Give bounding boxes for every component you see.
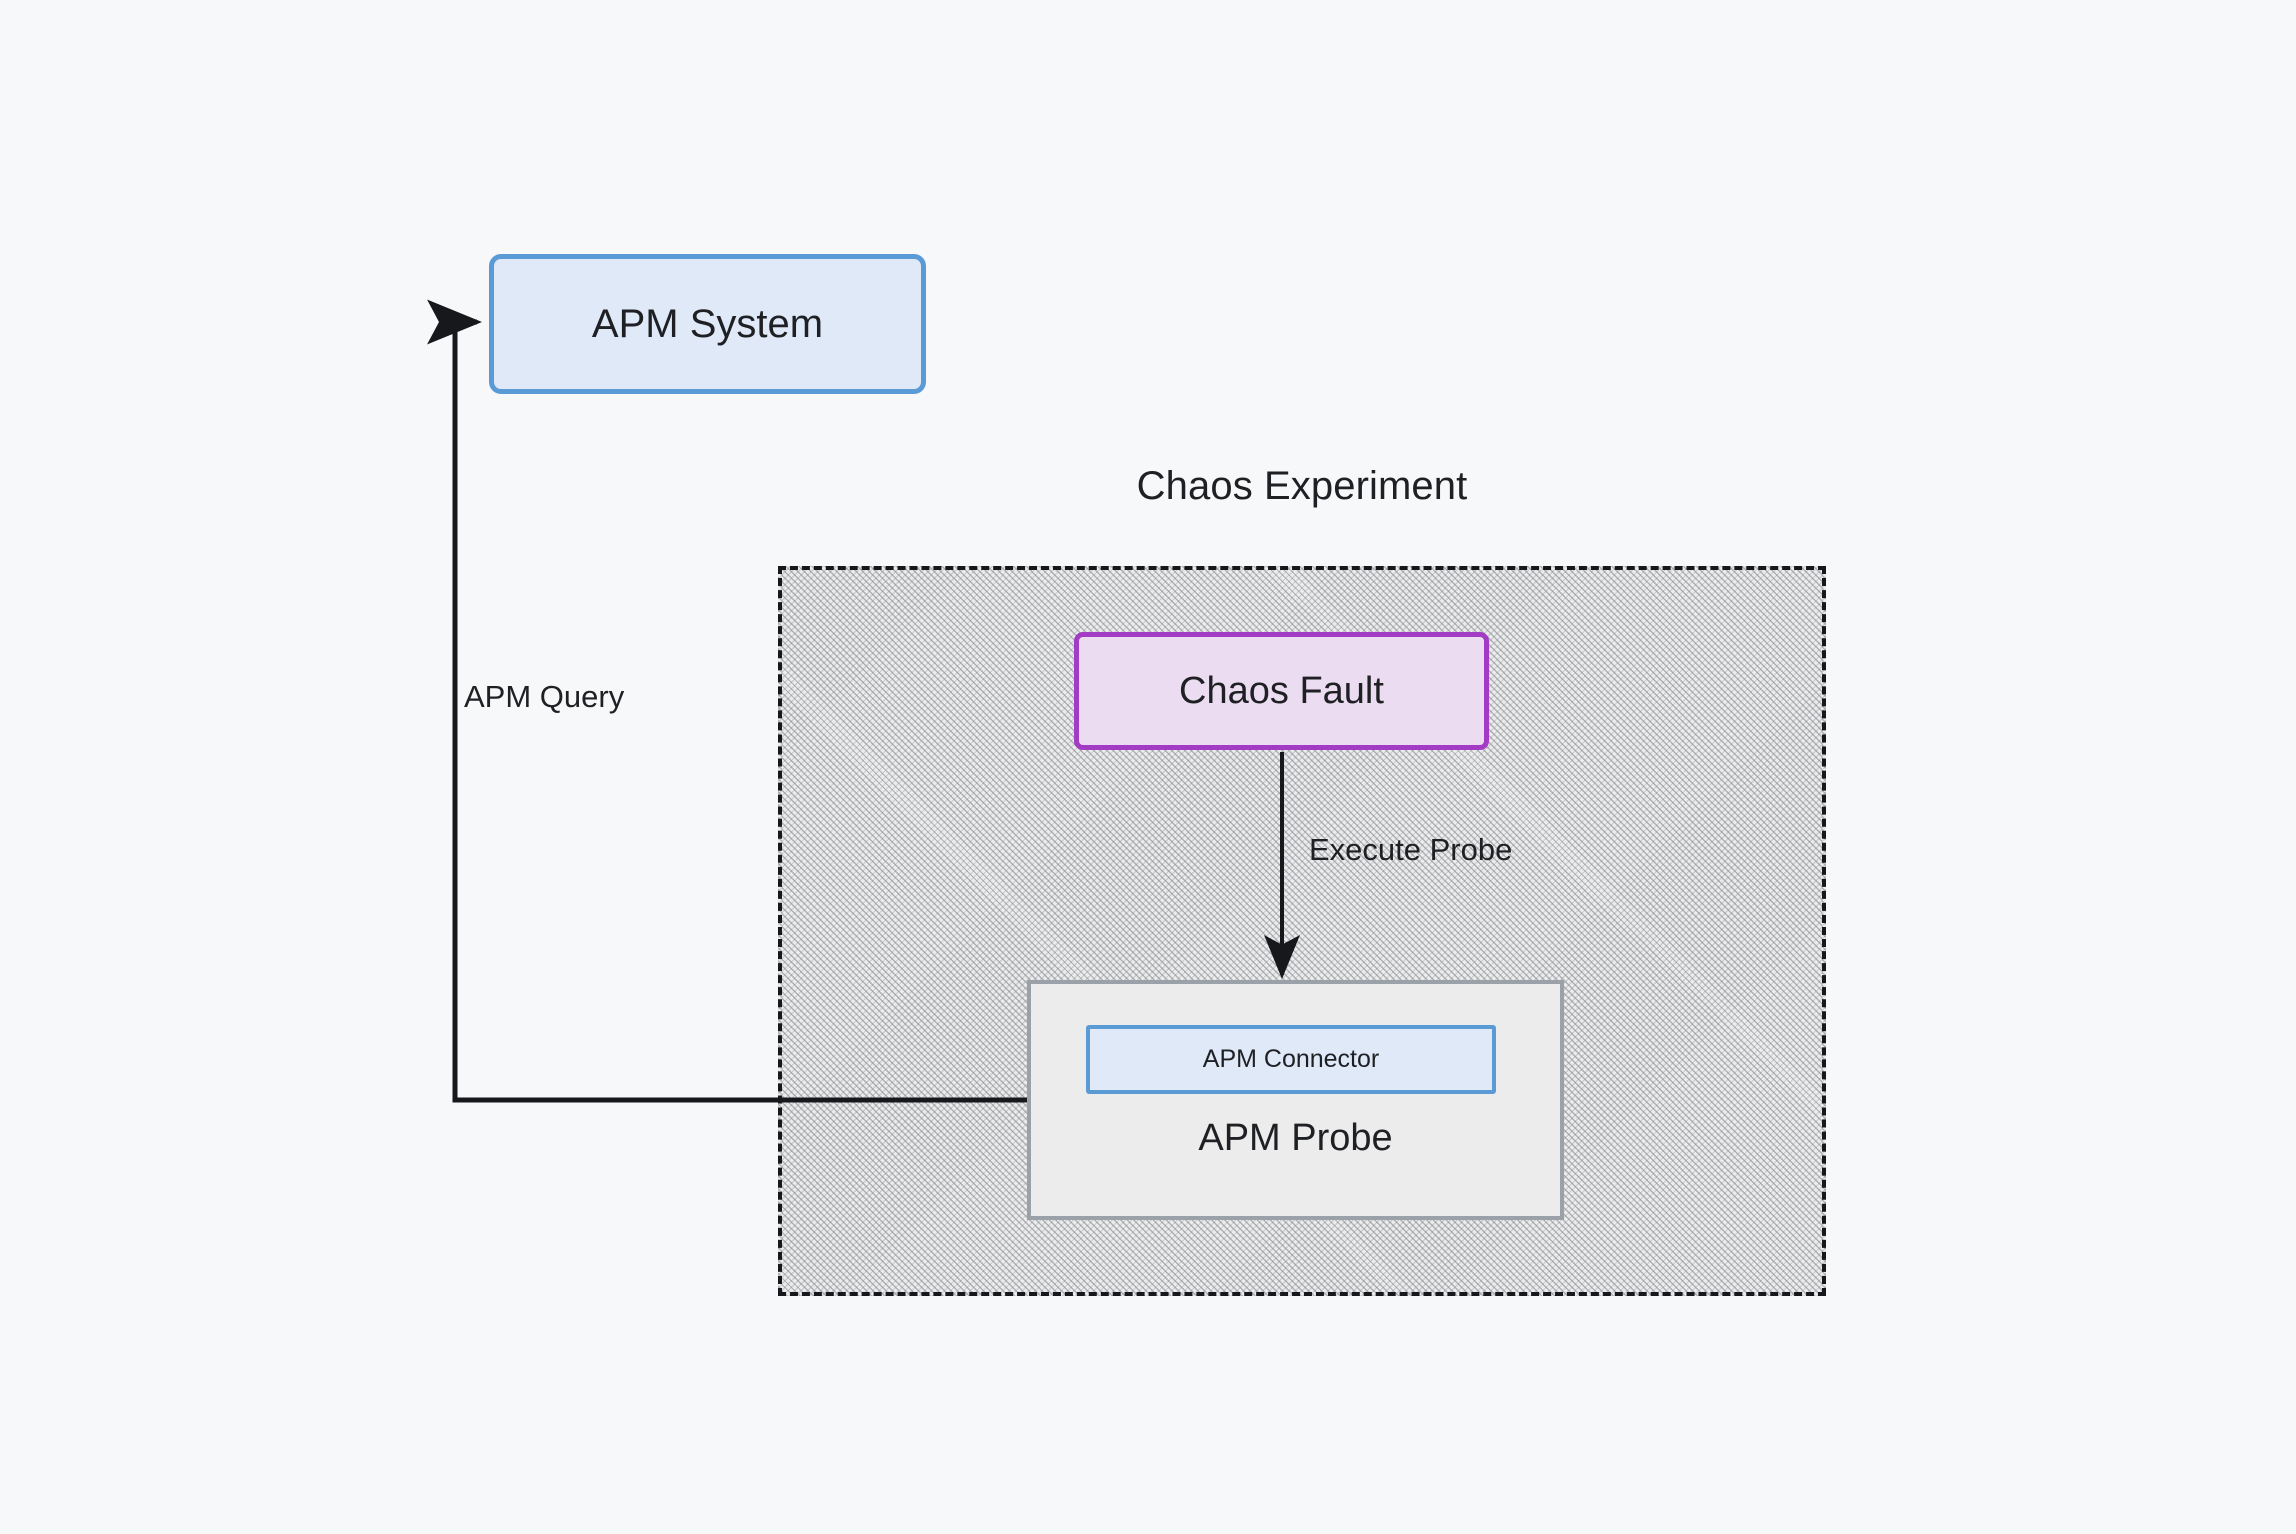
node-chaos-fault-label: Chaos Fault [1179, 669, 1384, 712]
node-apm-connector-label: APM Connector [1202, 1045, 1380, 1073]
cluster-title-chaos-experiment: Chaos Experiment [1136, 464, 1468, 508]
node-apm-probe[interactable]: APM Connector APM Probe [1027, 980, 1564, 1220]
node-apm-system[interactable]: APM System [489, 254, 926, 394]
node-chaos-fault[interactable]: Chaos Fault [1074, 632, 1489, 750]
edge-label-apm-query: APM Query [464, 679, 625, 714]
node-apm-system-label: APM System [591, 301, 824, 346]
node-apm-probe-label: APM Probe [1198, 1117, 1393, 1159]
node-apm-connector[interactable]: APM Connector [1086, 1025, 1496, 1094]
edge-label-execute-probe: Execute Probe [1309, 832, 1513, 867]
